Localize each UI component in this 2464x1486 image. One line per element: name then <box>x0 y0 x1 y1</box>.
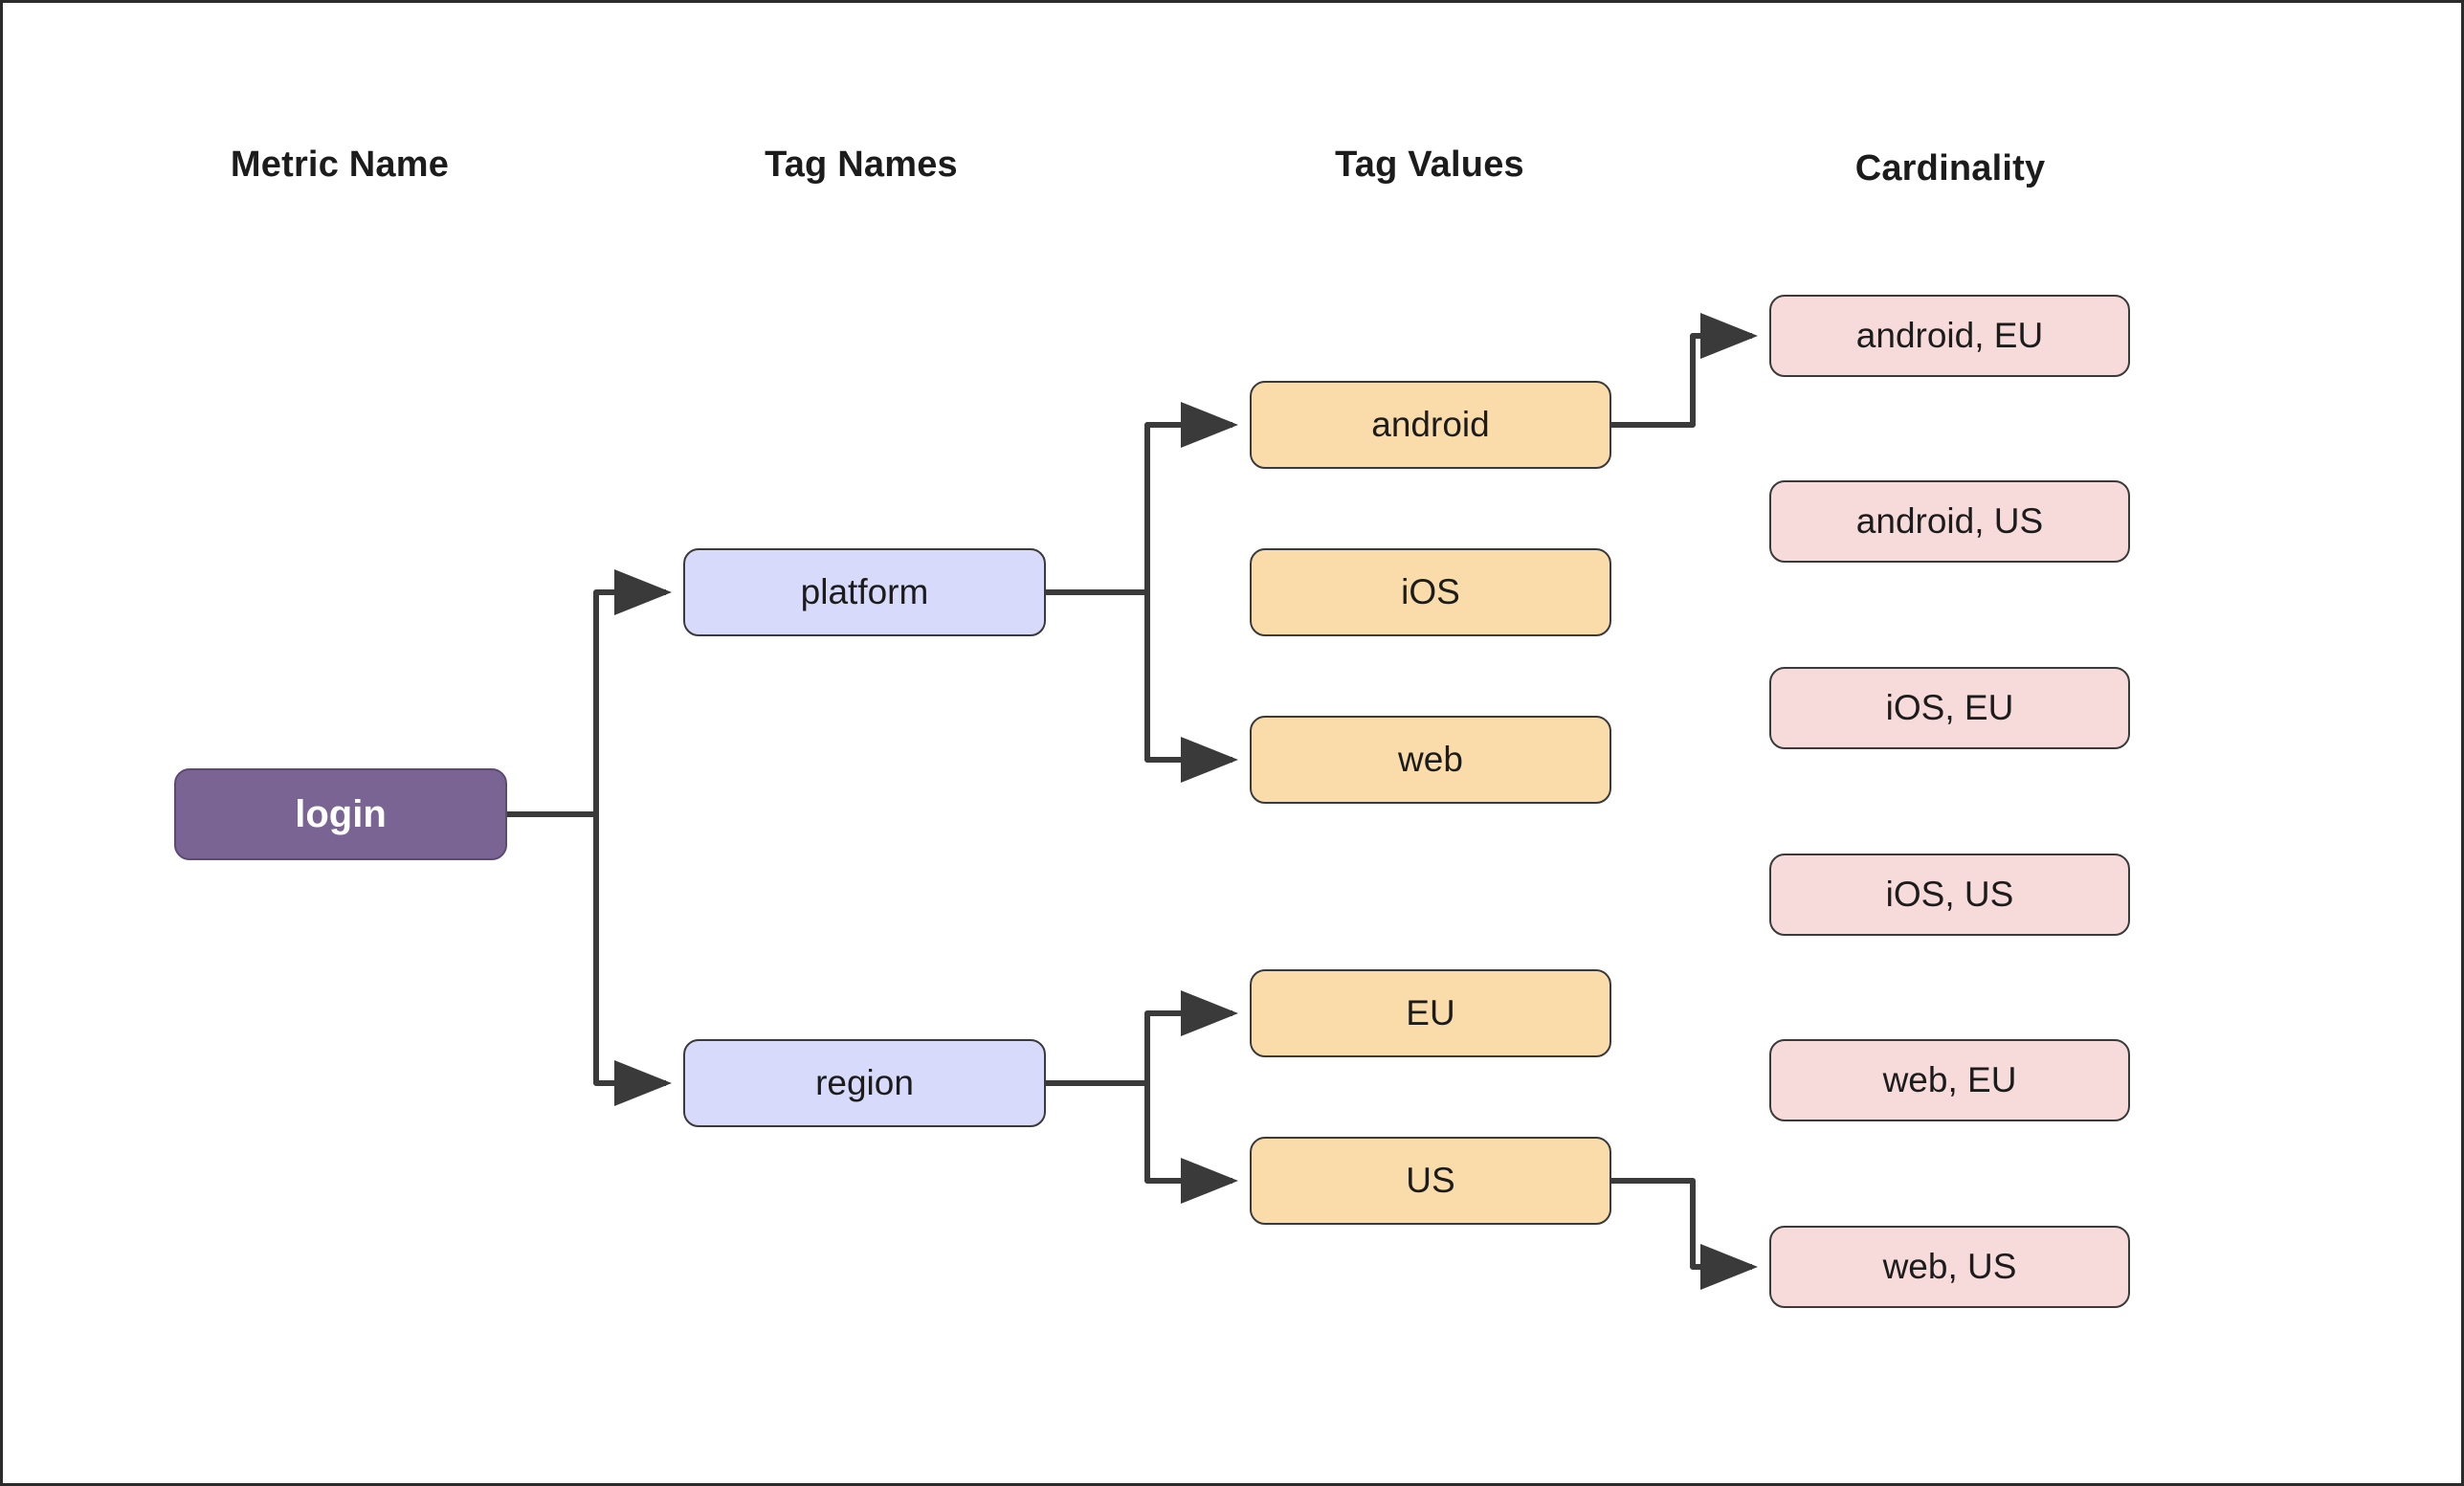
node-cardinality-ios-us[interactable]: iOS, US <box>1769 854 2130 936</box>
column-header-tag-names: Tag Names <box>765 144 958 185</box>
edge-region-eu <box>1144 990 1238 1083</box>
column-header-cardinality: Cardinality <box>1854 148 2046 189</box>
edge-login-platform <box>593 569 672 814</box>
node-cardinality-android-us[interactable]: android, US <box>1769 480 2130 563</box>
node-cardinality-ios-eu[interactable]: iOS, EU <box>1769 667 2130 749</box>
edge-login-region <box>593 814 672 1106</box>
node-login[interactable]: login <box>174 768 507 860</box>
node-tag-value-us[interactable]: US <box>1250 1137 1611 1225</box>
node-cardinality-android-eu[interactable]: android, EU <box>1769 295 2130 377</box>
edge-region-us <box>1144 1083 1238 1204</box>
node-tag-name-region[interactable]: region <box>683 1039 1046 1127</box>
node-tag-value-web[interactable]: web <box>1250 716 1611 804</box>
edge-platform-android <box>1144 402 1238 592</box>
node-tag-value-ios[interactable]: iOS <box>1250 548 1611 636</box>
node-tag-value-eu[interactable]: EU <box>1250 969 1611 1057</box>
column-header-tag-values: Tag Values <box>1335 144 1524 185</box>
edge-platform-web <box>1144 592 1238 783</box>
column-header-metric-name: Metric Name <box>230 144 450 185</box>
node-cardinality-web-us[interactable]: web, US <box>1769 1226 2130 1308</box>
edge-android-android-eu <box>1611 313 1758 428</box>
node-cardinality-web-eu[interactable]: web, EU <box>1769 1039 2130 1121</box>
node-tag-value-android[interactable]: android <box>1250 381 1611 469</box>
edge-us-web-us <box>1611 1178 1758 1290</box>
node-tag-name-platform[interactable]: platform <box>683 548 1046 636</box>
